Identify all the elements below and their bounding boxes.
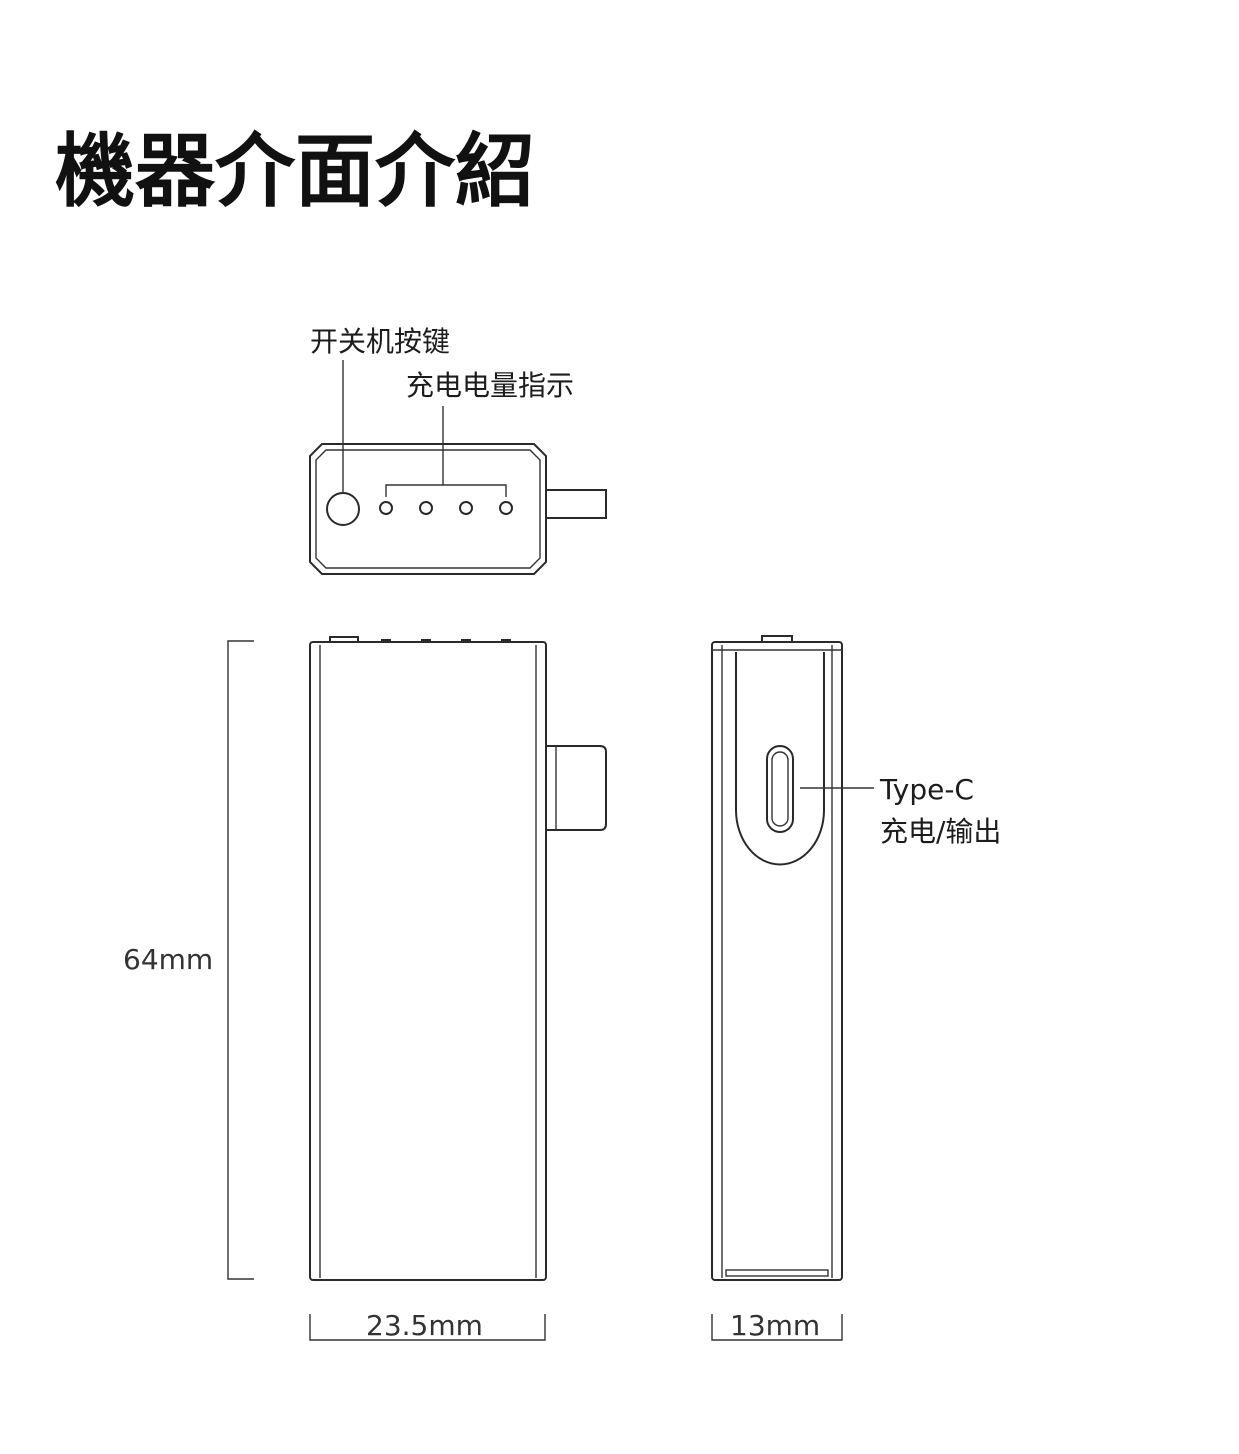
- led-indicator-4: [499, 501, 513, 515]
- page-title: 機器介面介紹: [55, 125, 535, 218]
- front-view-power-button: [329, 636, 359, 643]
- typec-label: Type-C: [880, 773, 974, 806]
- led-indicator-2: [419, 501, 433, 515]
- top-view-body-inner: [315, 449, 541, 569]
- depth-dimension-line: [711, 1314, 843, 1341]
- led-indicator-3: [459, 501, 473, 515]
- led-bracket: [385, 484, 507, 497]
- height-dimension-line: [227, 640, 254, 1280]
- height-dimension-label: 64mm: [123, 943, 214, 976]
- side-view-power-button: [761, 635, 793, 643]
- side-view-body: [711, 641, 843, 1281]
- power-button-label: 开关机按键: [310, 325, 451, 358]
- side-view: [711, 635, 874, 1281]
- front-view-body: [309, 641, 547, 1281]
- typec-port-outer: [766, 745, 794, 833]
- side-view-bottom-band: [725, 1269, 829, 1277]
- top-view-usb-plug: [545, 489, 607, 519]
- led-indicator-1: [379, 501, 393, 515]
- width-dimension-line: [309, 1314, 546, 1341]
- front-view-usb-plug: [546, 745, 607, 831]
- side-view-port-recess: [735, 652, 825, 866]
- power-button-icon: [326, 492, 360, 526]
- typec-port-inner: [771, 751, 789, 827]
- typec-function-label: 充电/输出: [880, 815, 1002, 848]
- dimension-lines: [227, 640, 843, 1341]
- charge-indicator-label: 充电电量指示: [406, 369, 575, 402]
- width-dimension-label: 23.5mm: [366, 1309, 483, 1342]
- depth-dimension-label: 13mm: [730, 1309, 821, 1342]
- front-view: [309, 636, 607, 1281]
- top-view-body-outer: [309, 443, 547, 575]
- top-view: [309, 360, 607, 575]
